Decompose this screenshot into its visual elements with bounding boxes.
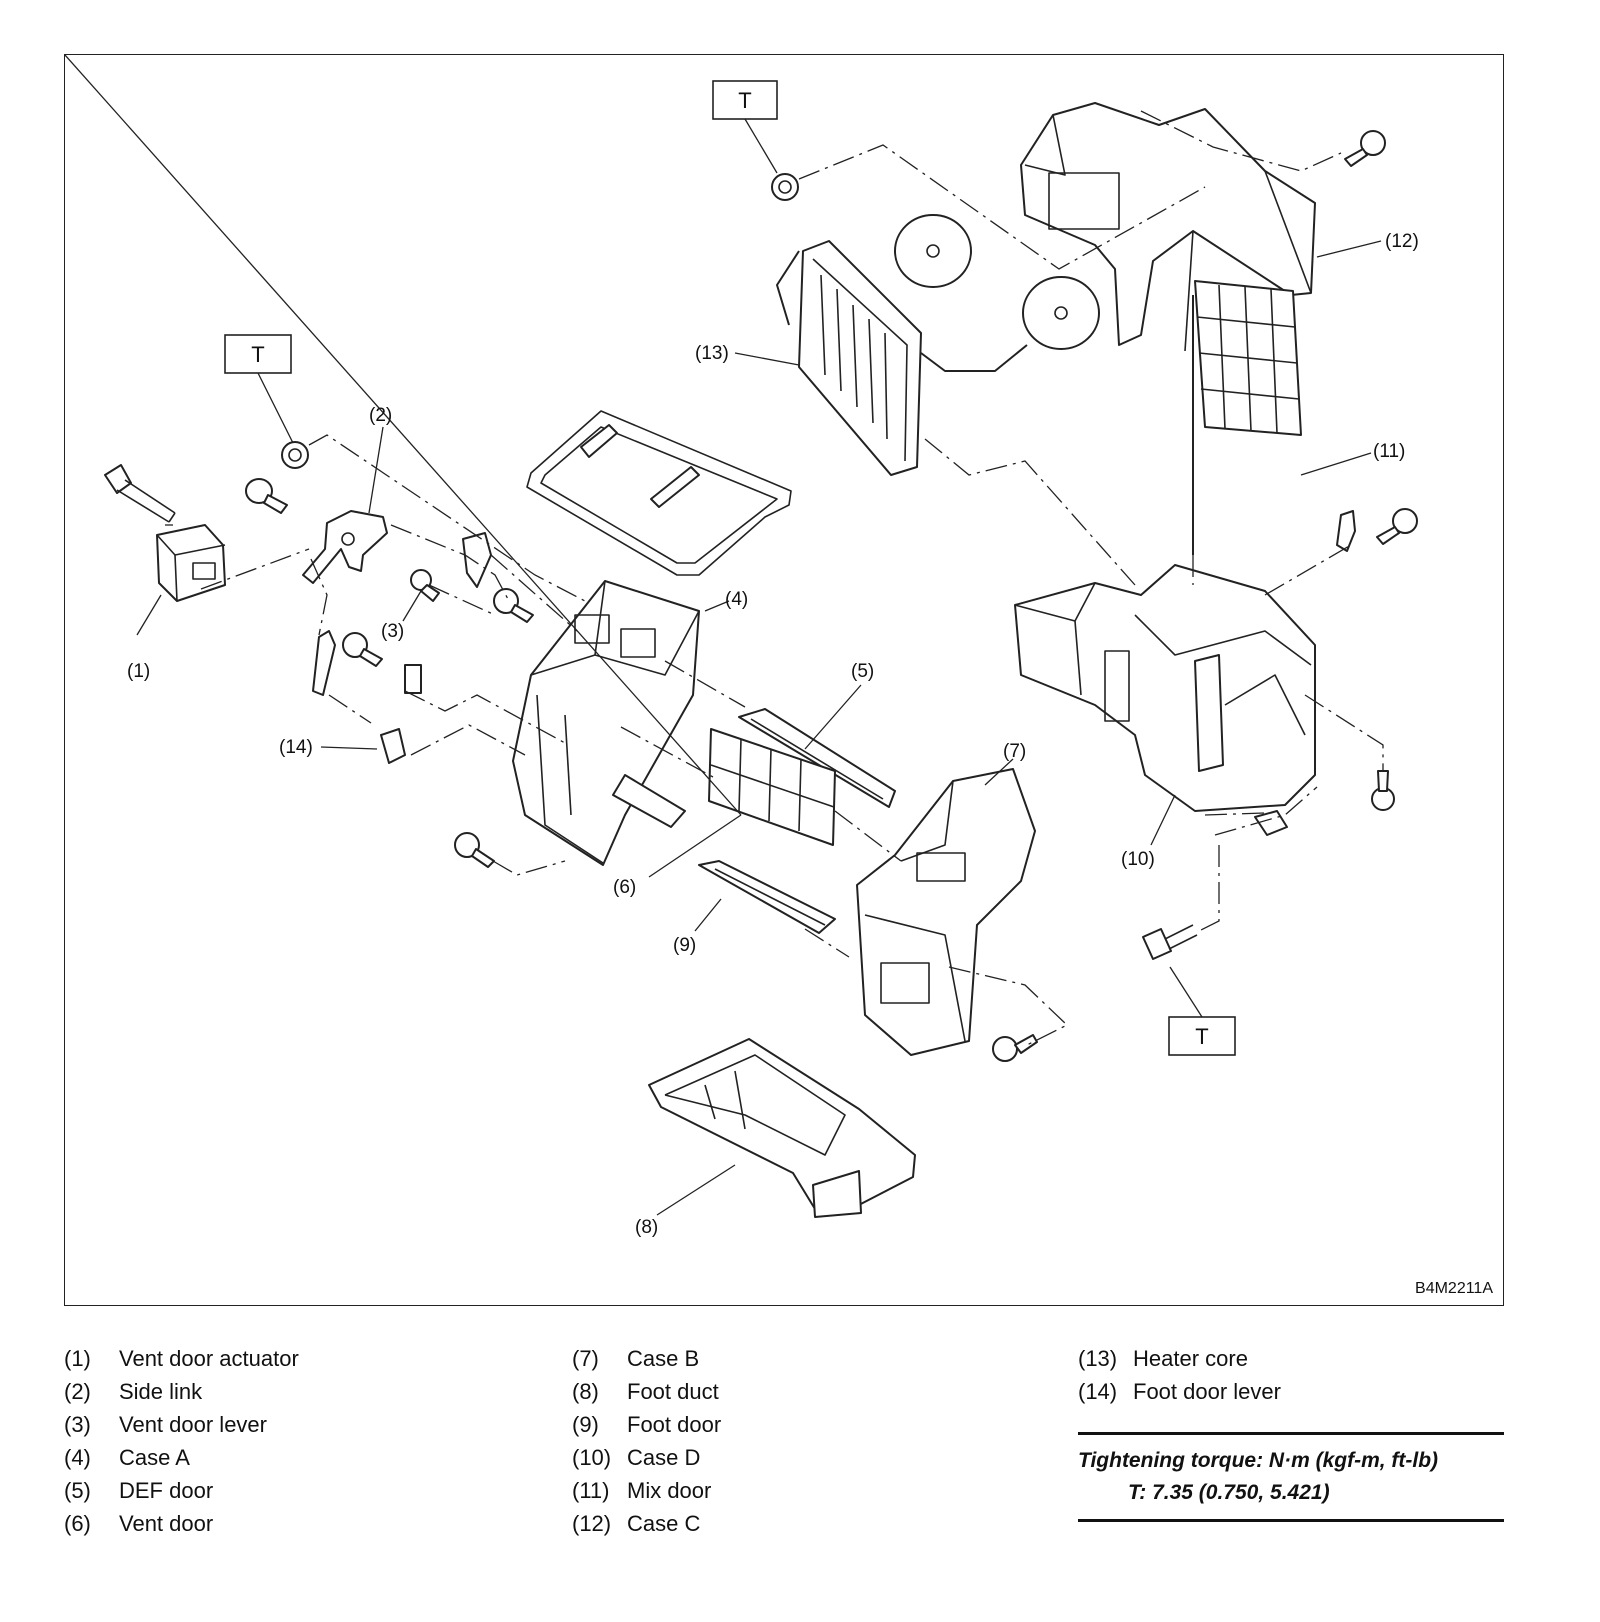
callout-11: (11) [1373, 441, 1405, 462]
callout-9: (9) [673, 935, 696, 956]
part-mix-door [1192, 280, 1302, 555]
legend-item: (10)Case D [572, 1445, 701, 1470]
callout-5: (5) [851, 661, 874, 682]
callout-14: (14) [279, 737, 313, 758]
screw-right-mid [1376, 508, 1418, 545]
torque-marker-left: T [224, 334, 294, 444]
legend-item: (12)Case C [572, 1511, 701, 1536]
screw-side-link [245, 478, 288, 514]
part-case-a [512, 580, 700, 866]
part-foot-duct [648, 1038, 916, 1218]
torque-spec-box: Tightening torque: N·m (kgf-m, ft-lb) T:… [1078, 1432, 1504, 1522]
torque-marker-left-text: T [251, 342, 264, 367]
part-side-link [302, 510, 388, 584]
legend-item: (3)Vent door lever [64, 1412, 267, 1437]
torque-heading: Tightening torque: N·m (kgf-m, ft-lb) [1078, 1449, 1439, 1472]
bolt-actuator [104, 464, 176, 523]
callout-1: (1) [127, 661, 150, 682]
legend-item: (4)Case A [64, 1445, 190, 1470]
assembly-lines [165, 110, 1384, 1046]
nut-top [771, 173, 799, 201]
screw-right-low [1371, 770, 1395, 811]
legend-item: (7)Case B [572, 1346, 700, 1371]
screw-mid-2 [342, 632, 383, 667]
callout-13: (13) [695, 343, 729, 364]
exploded-view-drawing: T T T [65, 55, 1493, 1297]
part-def-door [738, 708, 896, 808]
part-heater-core [776, 214, 1100, 476]
torque-marker-top: T [712, 80, 778, 174]
part-vent-door [708, 728, 836, 846]
screw-bottom-left [454, 832, 495, 868]
legend-item: (14)Foot door lever [1078, 1379, 1281, 1404]
part-foot-door-lever [312, 630, 422, 764]
callout-4: (4) [725, 589, 748, 610]
legend-item: (5)DEF door [64, 1478, 214, 1503]
legend-item: (13)Heater core [1078, 1346, 1248, 1371]
screw-top-right [1344, 130, 1386, 167]
part-seal-frame [526, 410, 792, 576]
torque-value: T: 7.35 (0.750, 5.421) [1128, 1481, 1330, 1504]
legend-column-3: (13)Heater core (14)Foot door lever [1078, 1342, 1281, 1408]
legend-item: (8)Foot duct [572, 1379, 719, 1404]
callout-12: (12) [1385, 231, 1419, 252]
diagram-frame: T T T [64, 54, 1504, 1306]
callout-10: (10) [1121, 849, 1155, 870]
part-vent-door-lever [410, 532, 492, 602]
callout-7: (7) [1003, 741, 1026, 762]
part-case-b [856, 768, 1036, 1056]
legend-item: (9)Foot door [572, 1412, 722, 1437]
callout-leaders [65, 55, 1382, 1216]
legend-item: (2)Side link [64, 1379, 203, 1404]
legend-column-1: (1)Vent door actuator (2)Side link (3)Ve… [64, 1342, 299, 1540]
part-case-d [1014, 564, 1316, 812]
callout-3: (3) [381, 621, 404, 642]
callout-8: (8) [635, 1217, 658, 1238]
legend-column-2: (7)Case B (8)Foot duct (9)Foot door (10)… [572, 1342, 721, 1540]
torque-marker-right-text: T [1195, 1024, 1208, 1049]
screw-bottom-center [992, 1034, 1038, 1062]
torque-marker-top-text: T [738, 88, 751, 113]
part-vent-door-actuator [156, 524, 226, 602]
part-case-c [1020, 102, 1316, 352]
part-foot-door [698, 860, 836, 934]
callout-6: (6) [613, 877, 636, 898]
torque-marker-right: T [1168, 966, 1236, 1056]
bolt-right-bottom [1142, 924, 1198, 960]
legend-item: (1)Vent door actuator [64, 1346, 299, 1371]
figure-code: B4M2211A [1415, 1280, 1493, 1297]
nut-left [281, 441, 309, 469]
clip-case-d-bottom [1254, 810, 1288, 836]
parts-legend: (1)Vent door actuator (2)Side link (3)Ve… [64, 1342, 1504, 1542]
legend-item: (6)Vent door [64, 1511, 214, 1536]
callout-2: (2) [369, 405, 392, 426]
legend-item: (11)Mix door [572, 1478, 712, 1503]
screw-mid-1 [493, 588, 534, 623]
clip-case-d-top [1336, 510, 1356, 552]
